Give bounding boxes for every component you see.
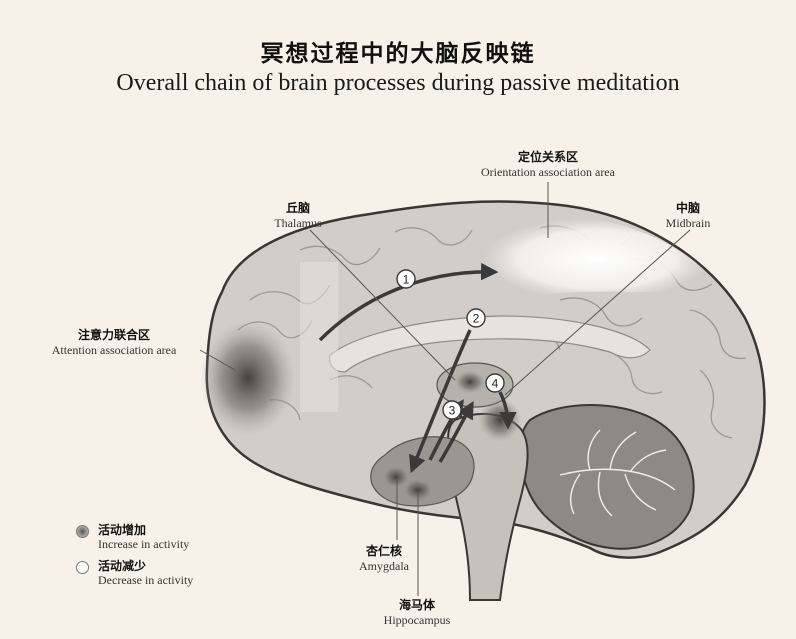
label-amygdala: 杏仁核 Amygdala <box>344 544 424 574</box>
step-3: 3 <box>443 401 461 419</box>
increase-activity-icon <box>76 525 89 538</box>
thalamus-activity <box>454 370 486 394</box>
decrease-activity-icon <box>76 561 89 574</box>
midbrain-activity <box>478 398 522 442</box>
step-2: 2 <box>467 309 485 327</box>
label-thalamus-en: Thalamus <box>258 216 338 231</box>
label-midbrain-en: Midbrain <box>648 216 728 231</box>
step-3-label: 3 <box>449 404 456 418</box>
step-1-label: 1 <box>403 273 410 287</box>
label-midbrain-cn: 中脑 <box>648 201 728 216</box>
label-thalamus: 丘脑 Thalamus <box>258 201 338 231</box>
label-attention-en: Attention association area <box>30 343 198 358</box>
label-orientation-area: 定位关系区 Orientation association area <box>458 150 638 180</box>
step-4-label: 4 <box>492 377 499 391</box>
label-midbrain: 中脑 Midbrain <box>648 201 728 231</box>
attention-area-activity <box>200 320 296 436</box>
step-1: 1 <box>397 270 415 288</box>
label-thalamus-cn: 丘脑 <box>258 201 338 216</box>
legend-decrease-en: Decrease in activity <box>98 573 193 587</box>
legend-increase-en: Increase in activity <box>98 537 189 551</box>
step-2-label: 2 <box>473 312 480 326</box>
label-orientation-cn: 定位关系区 <box>458 150 638 165</box>
label-hippocampus-en: Hippocampus <box>372 613 462 628</box>
label-hippocampus: 海马体 Hippocampus <box>372 598 462 628</box>
label-attention-cn: 注意力联合区 <box>30 328 198 343</box>
prefrontal-band <box>300 262 338 412</box>
label-amygdala-cn: 杏仁核 <box>344 544 424 559</box>
label-amygdala-en: Amygdala <box>344 559 424 574</box>
label-hippocampus-cn: 海马体 <box>372 598 462 613</box>
label-attention-area: 注意力联合区 Attention association area <box>30 328 198 358</box>
step-4: 4 <box>486 374 504 392</box>
label-orientation-en: Orientation association area <box>458 165 638 180</box>
legend-increase-cn: 活动增加 <box>98 523 189 537</box>
legend-decrease-cn: 活动减少 <box>98 559 193 573</box>
